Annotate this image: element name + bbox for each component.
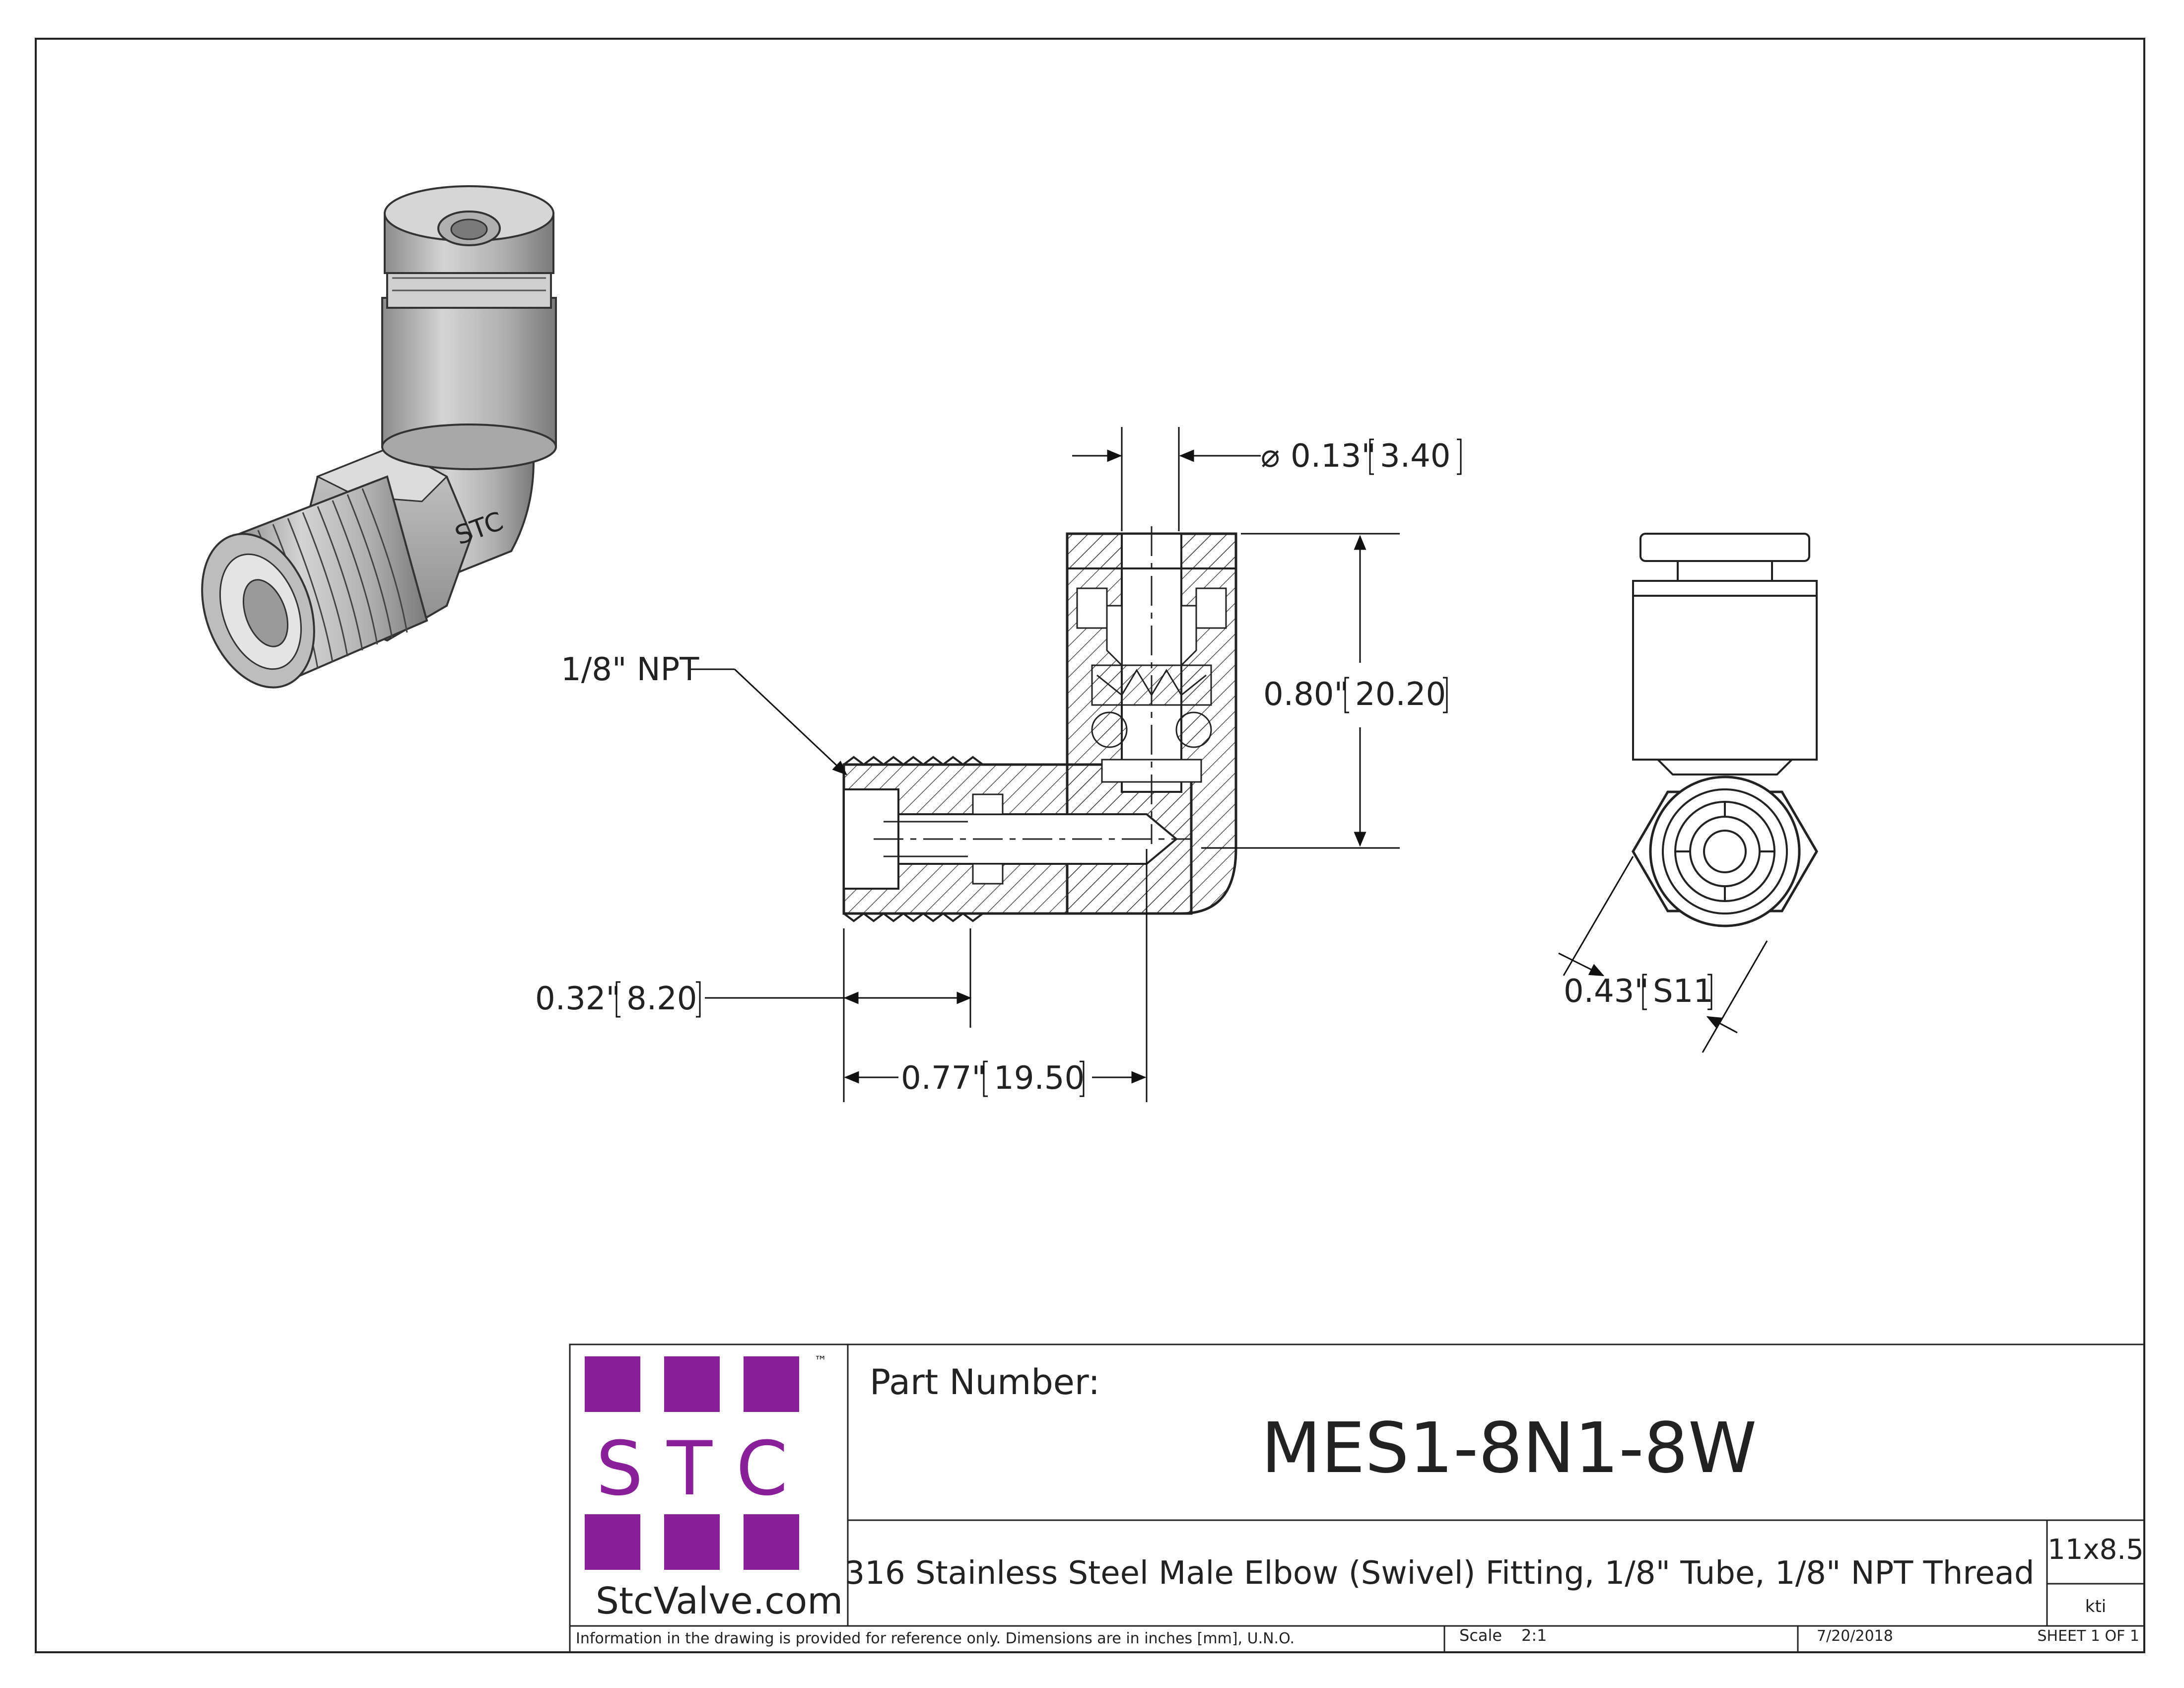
overall-length-dim: 0.77" 19.50 [901,1060,1085,1097]
hex-size-dim: 0.43" S11 [1564,973,1713,1010]
drawing-date: 7/20/2018 [1817,1627,1893,1645]
section-view [842,526,1237,922]
thread-length-dim: 0.32" 8.20 [535,981,701,1018]
threaded-end [201,475,428,689]
bore-inch: 0.13" [1291,438,1376,475]
sheet-number: SHEET 1 OF 1 [2038,1627,2140,1645]
bore-mm: 3.40 [1380,438,1451,475]
scale-label: Scale [1459,1626,1502,1645]
scale-value: 2:1 [1521,1626,1547,1645]
push-connect-barrel [381,185,557,470]
bore-diameter-dim: ⌀ 0.13" 3.40 [1261,438,1462,475]
logo-letters: S T C [596,1426,788,1512]
dimension-lines [690,427,1768,1102]
part-description: 316 Stainless Steel Male Elbow (Swivel) … [845,1555,2035,1592]
thread-mm: 8.20 [626,981,697,1017]
height-mm: 20.20 [1355,676,1446,713]
website-link[interactable]: StcValve.com [596,1580,843,1622]
part-number-label: Part Number: [870,1362,1100,1403]
sheet-size: 11x8.5 [2048,1534,2143,1566]
disclaimer: Information in the drawing is provided f… [576,1630,1295,1647]
overall-mm: 19.50 [994,1060,1085,1097]
thread-inch: 0.32" [535,981,620,1017]
hex-inch: 0.43" [1564,973,1649,1010]
trademark-mark: ™ [814,1354,827,1369]
drawn-by: kti [2085,1597,2106,1617]
npt-callout: 1/8" NPT [561,651,699,688]
stc-logo: S T C ™ StcValve.com [585,1354,843,1622]
height-inch: 0.80" [1263,676,1349,713]
height-dim: 0.80" 20.20 [1263,676,1448,713]
diameter-symbol: ⌀ [1261,438,1280,475]
side-view [1632,533,1818,927]
title-block [569,1343,2145,1653]
isometric-view: STC [201,185,557,689]
overall-inch: 0.77" [901,1060,986,1097]
hex-mm: S11 [1653,973,1713,1010]
part-number: MES1-8N1-8W [1261,1408,1757,1489]
